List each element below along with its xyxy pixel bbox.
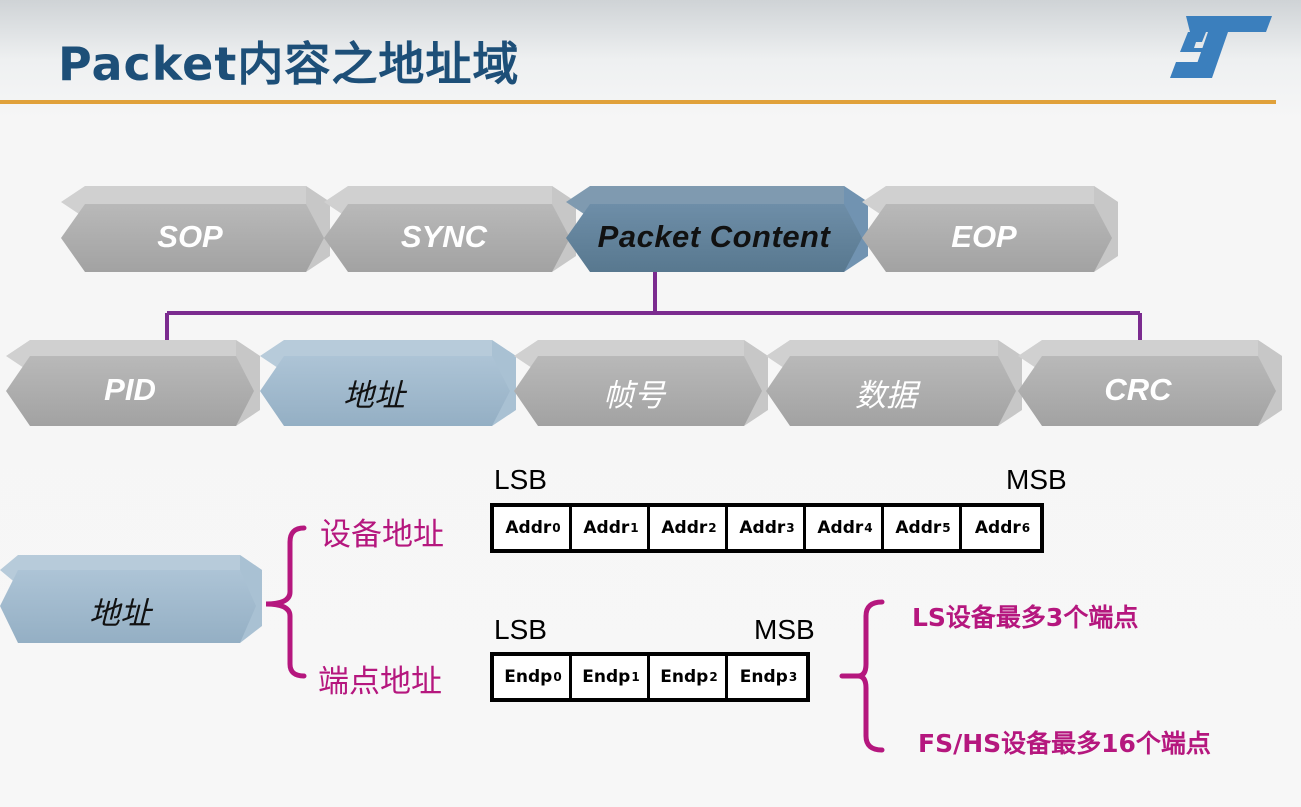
fshs-endpoint-note: FS/HS设备最多16个端点	[918, 729, 1211, 758]
eop-label: EOP	[951, 219, 1017, 254]
address-brace	[265, 525, 307, 679]
packet-content-block	[566, 186, 868, 272]
addr-label: 地址	[343, 378, 405, 414]
endpoint-msb-label: MSB	[754, 614, 815, 645]
sop-label: SOP	[157, 219, 223, 254]
endpoint-brace	[839, 599, 885, 753]
page-title: Packet内容之地址域	[58, 37, 520, 91]
sync-block	[324, 186, 576, 272]
device-address-label: 设备地址	[320, 517, 444, 553]
packet-content-label: Packet Content	[597, 219, 831, 254]
sop-block	[61, 186, 330, 272]
sync-label: SYNC	[400, 219, 488, 254]
pid-label: PID	[104, 372, 156, 407]
address-node-label: 地址	[89, 596, 151, 632]
endpoint-lsb-label: LSB	[494, 614, 547, 645]
endpoint-address-label: 端点地址	[318, 664, 442, 700]
crc-label: CRC	[1104, 372, 1172, 407]
data-label: 数据	[855, 378, 917, 414]
addr-block	[260, 340, 516, 426]
device-lsb-label: LSB	[494, 464, 547, 495]
pid-block	[6, 340, 260, 426]
address-node-block	[0, 555, 262, 643]
crc-block	[1018, 340, 1282, 426]
ls-endpoint-note: LS设备最多3个端点	[912, 603, 1139, 632]
device-msb-label: MSB	[1006, 464, 1067, 495]
frame-label: 帧号	[603, 378, 665, 414]
eop-block	[862, 186, 1118, 272]
frame-block	[514, 340, 768, 426]
data-block	[766, 340, 1022, 426]
title-divider	[0, 100, 1276, 104]
st-logo-icon	[1170, 16, 1272, 78]
